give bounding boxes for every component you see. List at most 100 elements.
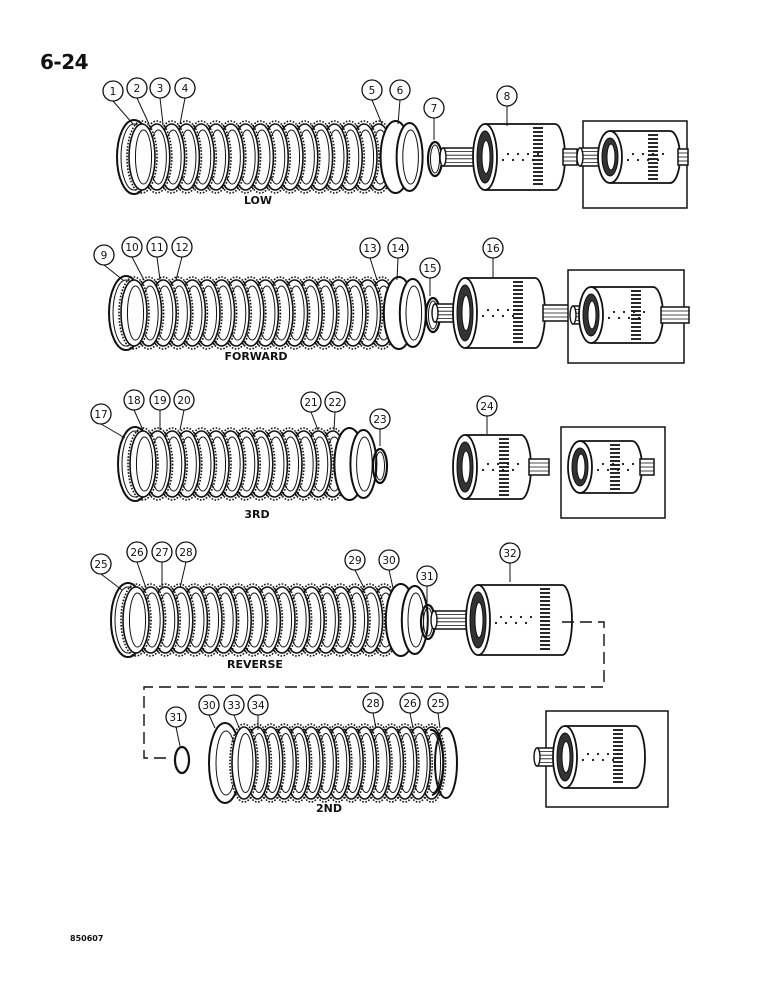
callout-number: 6 bbox=[397, 85, 404, 97]
callout-31: 31 bbox=[165, 706, 187, 747]
callout-6: 6 bbox=[389, 79, 411, 125]
clutch-disc-teeth bbox=[229, 723, 259, 803]
callout-circle bbox=[496, 85, 518, 107]
callout-leader bbox=[354, 569, 365, 589]
callout-leader bbox=[103, 264, 124, 281]
hub-drum bbox=[565, 725, 646, 789]
callout-leader bbox=[333, 411, 336, 431]
callout-30: 30 bbox=[378, 549, 400, 589]
callout-leader bbox=[136, 561, 147, 589]
callout-number: 25 bbox=[94, 559, 107, 571]
callout-number: 16 bbox=[486, 243, 500, 255]
hub-hole bbox=[521, 158, 525, 162]
snap-ring-inner bbox=[375, 451, 385, 481]
hub-hole bbox=[651, 152, 655, 156]
callout-13: 13 bbox=[359, 237, 381, 281]
callout-leader bbox=[179, 97, 186, 125]
photo-hub bbox=[576, 130, 689, 184]
hub-hole bbox=[496, 308, 500, 312]
hub-hole bbox=[606, 752, 610, 756]
pressure-plate-inner bbox=[402, 129, 419, 185]
third-label: 3RD bbox=[244, 508, 269, 521]
callout-leader bbox=[156, 256, 161, 281]
clutch-disc-teeth bbox=[126, 120, 158, 194]
callout-15: 15 bbox=[419, 257, 441, 296]
callout-20: 20 bbox=[173, 389, 195, 431]
hub-hole bbox=[506, 152, 510, 156]
callout-circle bbox=[389, 79, 411, 101]
footer-code: 850607 bbox=[70, 934, 104, 943]
callout-circle bbox=[423, 97, 445, 119]
hub-hole bbox=[596, 752, 600, 756]
callout-leader bbox=[100, 573, 123, 591]
callout-circle bbox=[93, 244, 115, 266]
callout-number: 10 bbox=[125, 242, 138, 254]
callout-1: 1 bbox=[102, 80, 134, 125]
hub-hole bbox=[529, 615, 533, 619]
hub-drum bbox=[478, 584, 573, 656]
hub-hole bbox=[607, 316, 611, 320]
callout-10: 10 bbox=[121, 236, 145, 281]
reverse-label: REVERSE bbox=[227, 658, 283, 671]
callout-circle bbox=[171, 236, 193, 258]
hub-hole bbox=[519, 615, 523, 619]
hub-hole bbox=[496, 462, 500, 466]
callout-circle bbox=[126, 77, 148, 99]
callout-19: 19 bbox=[149, 389, 171, 430]
callout-16: 16 bbox=[482, 237, 504, 278]
hub-hole bbox=[617, 316, 621, 320]
callout-32: 32 bbox=[499, 542, 521, 582]
callout-number: 12 bbox=[175, 242, 188, 254]
snap-ring bbox=[173, 745, 191, 775]
plate-inner-edge bbox=[128, 592, 147, 648]
callout-number: 15 bbox=[423, 263, 436, 275]
hub-hole bbox=[511, 158, 515, 162]
callout-number: 28 bbox=[366, 698, 379, 710]
callout-33: 33 bbox=[223, 694, 245, 731]
hub-hole bbox=[642, 310, 646, 314]
hub-center bbox=[474, 602, 484, 638]
forward-hub bbox=[431, 277, 576, 349]
reverse-hub bbox=[430, 584, 573, 656]
callout-circle bbox=[126, 541, 148, 563]
pressure-plate bbox=[349, 429, 378, 499]
callout-5: 5 bbox=[361, 79, 383, 125]
hub-hole bbox=[616, 752, 620, 756]
hub-hole bbox=[514, 621, 518, 625]
callout-number: 31 bbox=[169, 712, 182, 724]
second-assembly bbox=[173, 722, 458, 804]
callout-28: 28 bbox=[175, 541, 197, 589]
callout-leader bbox=[133, 409, 144, 431]
callout-number: 25 bbox=[431, 698, 444, 710]
pressure-plate bbox=[400, 585, 429, 655]
hub-hole bbox=[626, 158, 630, 162]
clutch-disc-teeth bbox=[120, 583, 152, 657]
plate-inner-edge bbox=[135, 436, 154, 492]
callout-number: 14 bbox=[391, 243, 405, 255]
callout-leader bbox=[372, 712, 377, 729]
hub-hole bbox=[511, 468, 515, 472]
callout-leader bbox=[409, 712, 414, 729]
hub-hole bbox=[621, 462, 625, 466]
hub-center bbox=[606, 143, 616, 171]
clutch-disc-teeth bbox=[127, 427, 159, 501]
callout-circle bbox=[399, 692, 421, 714]
callout-number: 13 bbox=[363, 243, 376, 255]
hub-hole bbox=[631, 462, 635, 466]
callout-leader bbox=[437, 712, 441, 729]
callout-circle bbox=[223, 694, 245, 716]
hub-center bbox=[561, 741, 571, 773]
hub-hole bbox=[504, 621, 508, 625]
hub-hole bbox=[491, 468, 495, 472]
callout-circle bbox=[90, 553, 112, 575]
callout-23: 23 bbox=[369, 408, 391, 446]
callout-number: 24 bbox=[480, 401, 494, 413]
shaft-end bbox=[430, 610, 438, 630]
callout-number: 26 bbox=[403, 698, 417, 710]
callout-number: 9 bbox=[101, 250, 108, 262]
hub-hole bbox=[632, 310, 636, 314]
callout-circle bbox=[419, 257, 441, 279]
callout-leader bbox=[175, 256, 183, 281]
callout-number: 5 bbox=[369, 85, 376, 97]
hub-hole bbox=[611, 758, 615, 762]
